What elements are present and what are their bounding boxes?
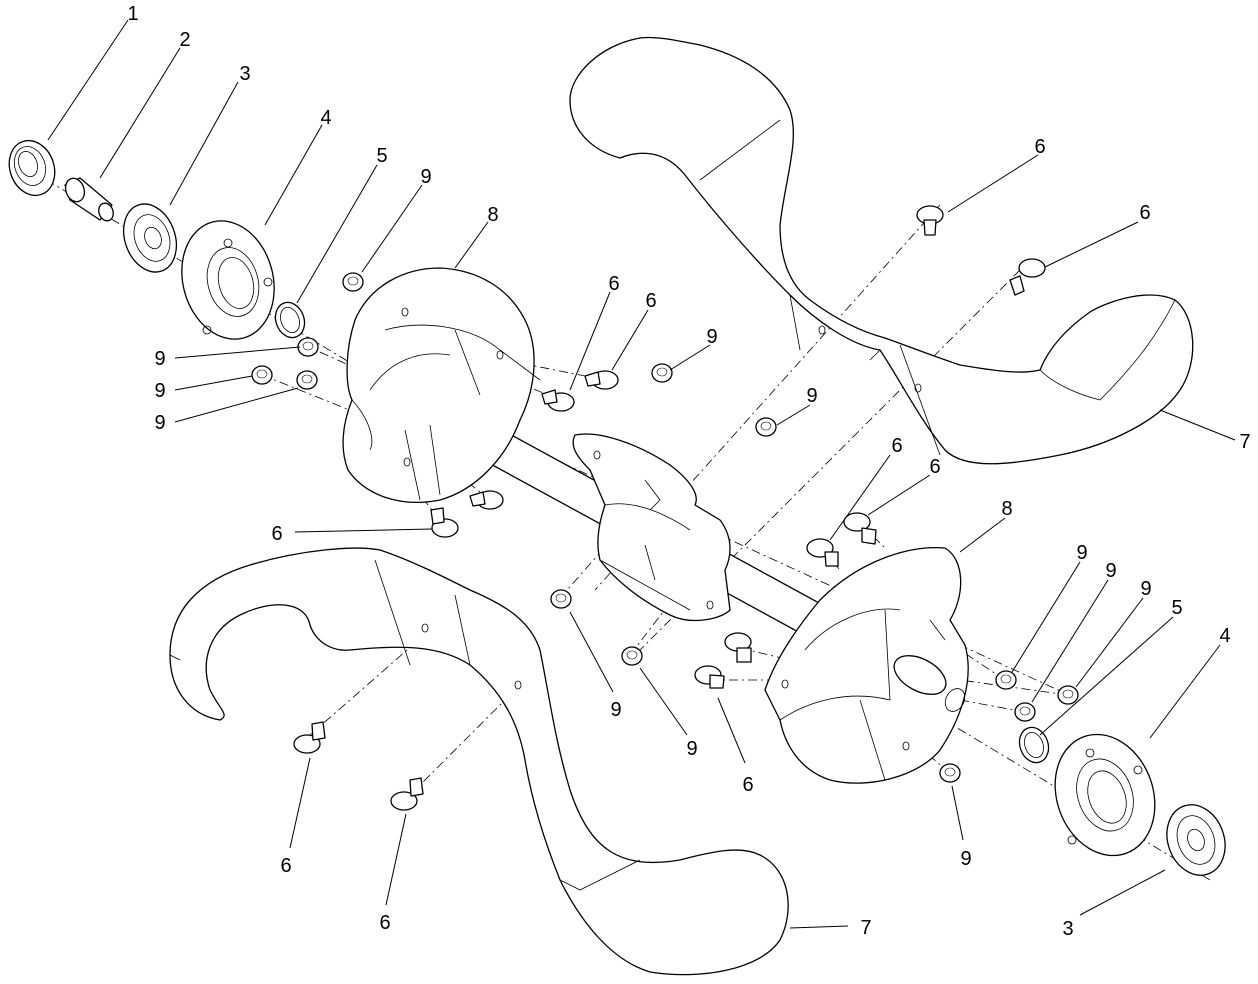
bolt [430, 507, 459, 538]
nut [621, 646, 643, 666]
carriage-bolts [293, 205, 1046, 811]
callout-6: 6 [379, 912, 390, 934]
washer-left [274, 301, 306, 339]
callout-9: 9 [610, 699, 621, 721]
callout-9: 9 [1105, 560, 1116, 582]
nut [342, 272, 364, 292]
hex-nuts [251, 272, 1079, 783]
bearing-left [122, 203, 178, 273]
washer-right [1018, 726, 1050, 764]
bolt [293, 721, 326, 754]
callout-6: 6 [929, 456, 940, 478]
stub-bolt [64, 177, 114, 222]
callout-9: 9 [420, 166, 431, 188]
callout-6: 6 [742, 774, 753, 796]
nut [296, 370, 318, 390]
callout-9: 9 [706, 326, 717, 348]
callout-3: 3 [1062, 918, 1073, 940]
callout-6: 6 [1139, 202, 1150, 224]
bolt [541, 389, 575, 412]
callout-6: 6 [608, 273, 619, 295]
callout-9: 9 [960, 848, 971, 870]
callout-4: 4 [1219, 625, 1230, 647]
callout-6: 6 [1034, 136, 1045, 158]
callout-6: 6 [645, 290, 656, 312]
callout-5: 5 [376, 145, 387, 167]
callout-9: 9 [154, 412, 165, 434]
callout-9: 9 [1076, 542, 1087, 564]
callouts: 1 2 3 4 5 9 8 9 9 9 6 6 9 6 6 7 9 6 6 6 … [127, 3, 1250, 940]
bolt [806, 538, 839, 567]
bolt [724, 632, 752, 663]
bolt [469, 490, 504, 510]
callout-9: 9 [1140, 578, 1151, 600]
callout-9: 9 [686, 738, 697, 760]
bearing-right [1166, 804, 1226, 876]
housing-left [342, 267, 541, 503]
callout-9: 9 [154, 380, 165, 402]
nut [939, 763, 961, 783]
callout-4: 4 [320, 107, 331, 129]
nut [1057, 685, 1079, 705]
bushing-cap [8, 139, 56, 197]
skid-shoe-upper [569, 36, 1194, 465]
callout-6: 6 [280, 855, 291, 877]
nut [251, 365, 273, 385]
callout-6: 6 [271, 523, 282, 545]
leader-lines [47, 19, 1236, 929]
nut [297, 337, 319, 357]
center-paddle [572, 433, 731, 622]
flange-left [181, 220, 275, 340]
bolt [584, 370, 619, 390]
housing-right [764, 546, 969, 784]
nut [550, 589, 572, 609]
callout-5: 5 [1171, 597, 1182, 619]
flange-right [1054, 733, 1156, 857]
callout-1: 1 [127, 3, 138, 25]
callout-7: 7 [860, 917, 871, 939]
bolt [1009, 258, 1046, 296]
nut [755, 417, 777, 437]
callout-2: 2 [179, 29, 190, 51]
callout-8: 8 [1001, 498, 1012, 520]
callout-3: 3 [239, 63, 250, 85]
skid-shoe-lower [169, 547, 789, 976]
bolt [916, 205, 944, 236]
callout-6: 6 [891, 435, 902, 457]
callout-8: 8 [487, 204, 498, 226]
callout-7: 7 [1239, 431, 1250, 453]
bolt [843, 512, 877, 545]
callout-9: 9 [806, 385, 817, 407]
nut [1014, 702, 1036, 722]
nut [651, 363, 673, 383]
bolt [390, 777, 424, 811]
callout-9: 9 [154, 348, 165, 370]
nut [995, 670, 1017, 690]
bolt [694, 665, 725, 689]
